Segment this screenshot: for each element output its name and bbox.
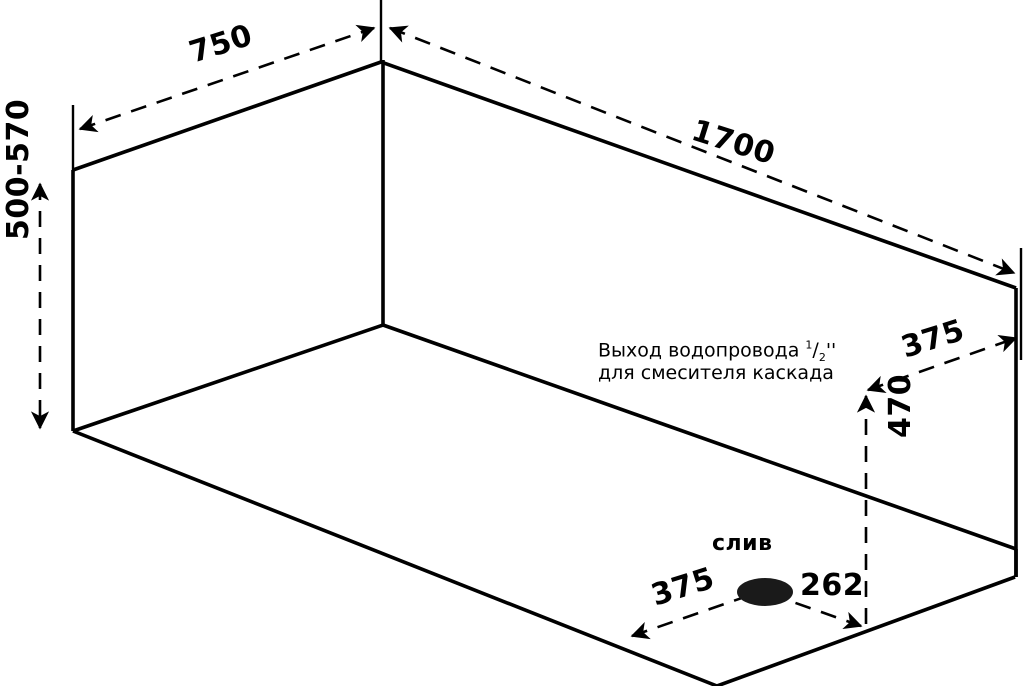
dim-line-1700 <box>388 25 1016 276</box>
dimension-label-470: 470 <box>883 373 918 438</box>
dimension-label-262: 262 <box>800 568 865 603</box>
edge-floor-right-back <box>382 323 1017 551</box>
inch-mark: '' <box>825 339 837 362</box>
drain-hole <box>737 578 793 606</box>
pipe-outlet-note: Выход водопровода 1/2'' для смесителя ка… <box>598 340 836 384</box>
dimension-label-500-570: 500-570 <box>1 98 36 240</box>
dimension-lines <box>30 24 1018 640</box>
bathtub-body-outline <box>71 60 1018 686</box>
pipe-outlet-note-line1: Выход водопровода <box>598 339 800 362</box>
drain-label: слив <box>712 531 773 556</box>
edge-top-right-rim <box>380 60 1017 290</box>
fraction-numerator: 1 <box>805 339 813 352</box>
edge-floor-front-right <box>716 575 1016 686</box>
fraction-denominator: 2 <box>818 351 826 365</box>
pipe-size-fraction: 1/2 <box>805 339 826 365</box>
edge-floor-front-left <box>72 429 718 686</box>
pipe-outlet-note-line2: для смесителя каскада <box>598 361 834 384</box>
extension-lines <box>71 0 1023 360</box>
edge-floor-left-back <box>72 323 384 433</box>
